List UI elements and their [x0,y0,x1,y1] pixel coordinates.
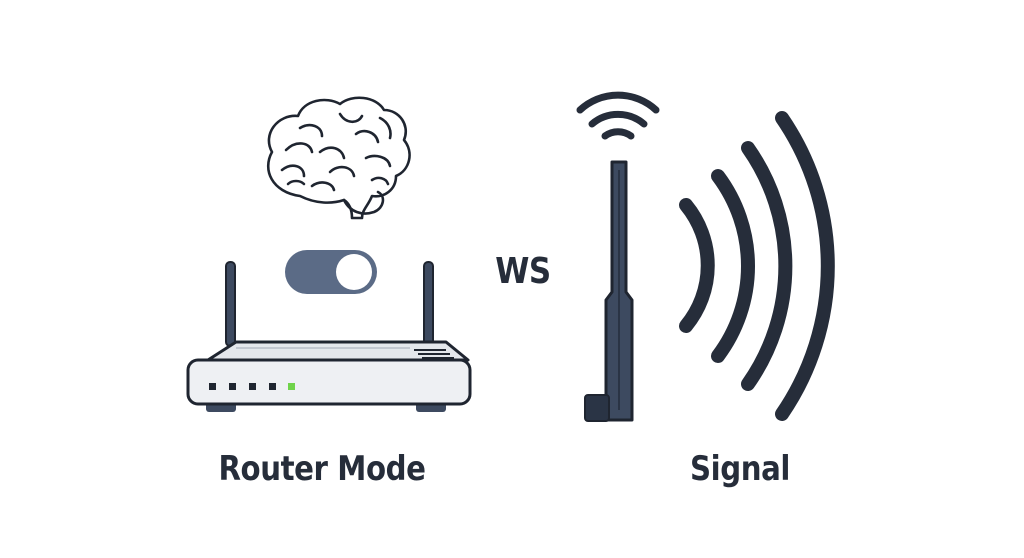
status-light [229,383,236,390]
antenna-icon [584,160,634,422]
vs-label: WS [495,251,551,292]
status-light [269,383,276,390]
brain-icon [266,96,411,220]
router-mode-caption: Router Mode [218,449,426,489]
status-light-active [288,383,295,390]
toggle-switch-icon[interactable] [285,250,377,294]
status-light [249,383,256,390]
status-light [209,383,216,390]
signal-waves-icon [679,111,835,421]
signal-caption: Signal [689,449,791,489]
router-icon [186,261,472,412]
wifi-icon [576,91,660,140]
